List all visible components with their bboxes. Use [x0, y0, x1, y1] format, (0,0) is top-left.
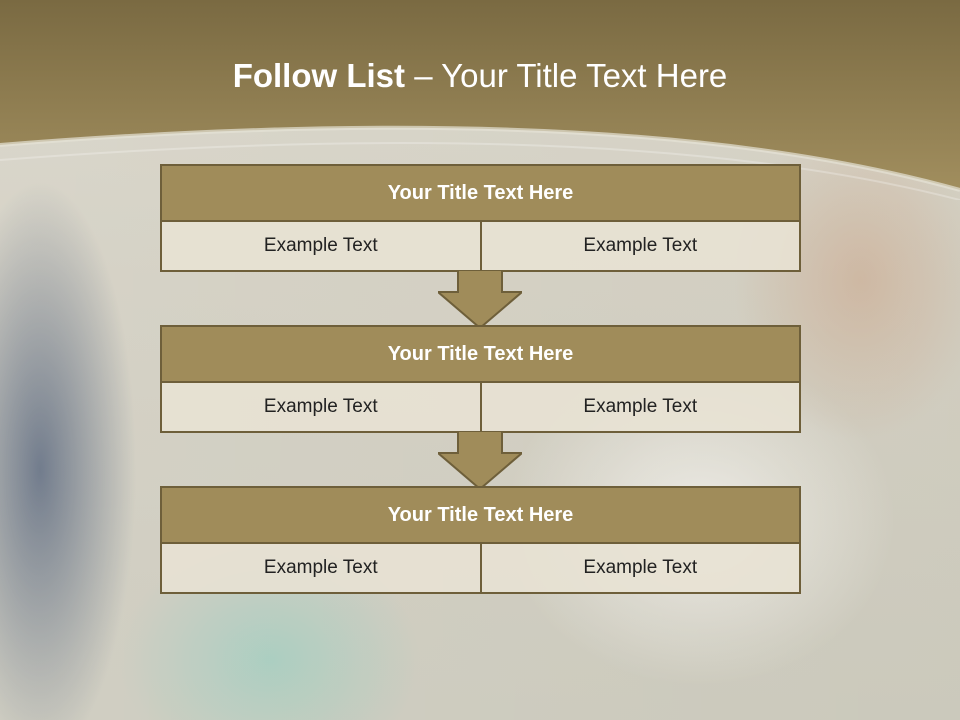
- block-title[interactable]: Your Title Text Here: [160, 164, 801, 222]
- down-arrow-icon: [438, 431, 522, 489]
- block-cell-left[interactable]: Example Text: [160, 544, 482, 594]
- down-arrow-icon: [438, 270, 522, 328]
- title-light: – Your Title Text Here: [405, 57, 728, 94]
- block-cell-right[interactable]: Example Text: [479, 544, 801, 594]
- header-band: Follow List – Your Title Text Here: [0, 0, 960, 200]
- title-bold: Follow List: [232, 57, 406, 94]
- block-row: Example Text Example Text: [160, 544, 801, 594]
- header-curve: [0, 0, 960, 200]
- block-cell-left[interactable]: Example Text: [160, 383, 482, 433]
- flow-block-1: Your Title Text Here Example Text Exampl…: [160, 164, 801, 272]
- block-cell-left[interactable]: Example Text: [160, 222, 482, 272]
- flow-block-3: Your Title Text Here Example Text Exampl…: [160, 486, 801, 594]
- block-row: Example Text Example Text: [160, 383, 801, 433]
- block-cell-right[interactable]: Example Text: [479, 383, 801, 433]
- flow-block-2: Your Title Text Here Example Text Exampl…: [160, 325, 801, 433]
- block-row: Example Text Example Text: [160, 222, 801, 272]
- block-title[interactable]: Your Title Text Here: [160, 486, 801, 544]
- block-cell-right[interactable]: Example Text: [479, 222, 801, 272]
- page-title: Follow List – Your Title Text Here: [0, 56, 960, 96]
- block-title[interactable]: Your Title Text Here: [160, 325, 801, 383]
